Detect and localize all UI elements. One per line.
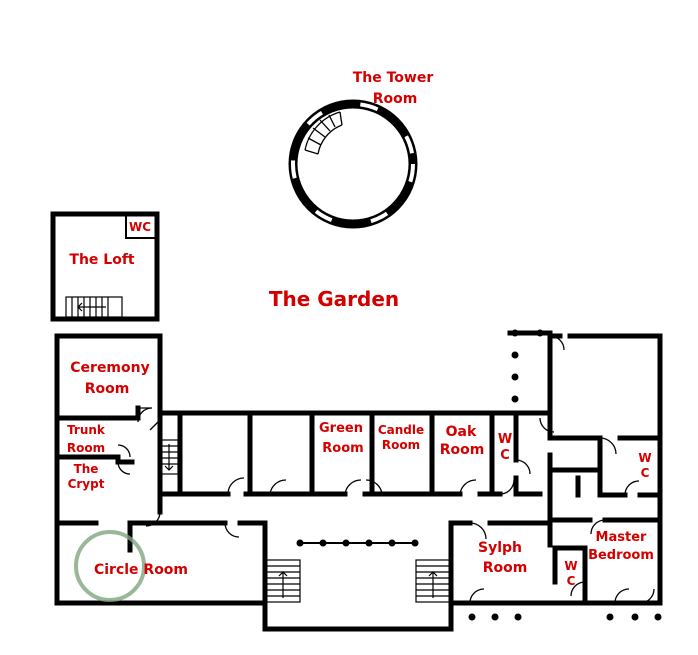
candle-room-label-2: Room (382, 438, 420, 452)
sylph-wc-label-c: C (567, 574, 576, 588)
circle-room-label: Circle Room (94, 562, 188, 578)
tower-spiral-stairs (304, 111, 343, 155)
corridor-wc-label-c: C (500, 448, 510, 463)
east-wc-label-c: C (641, 466, 650, 480)
doors (117, 335, 655, 604)
garden-label: The Garden (269, 287, 399, 311)
master-bedroom-label-2: Bedroom (588, 548, 654, 563)
loft-label: The Loft (69, 252, 135, 268)
sylph-room-label: Sylph (478, 540, 522, 556)
trunk-room-label-2: Room (67, 441, 105, 455)
west-stairs (159, 439, 179, 475)
ceremony-room-label: Ceremony (70, 360, 149, 376)
hall-stairs-left (265, 559, 301, 603)
sylph-room-label-2: Room (483, 560, 528, 576)
oak-room-label: Oak (446, 424, 477, 440)
loft-wc-label: WC (129, 220, 151, 234)
sylph-wc-label-w: W (564, 559, 577, 573)
tower-room-label-2: Room (373, 91, 418, 107)
circle-room-ring (74, 530, 146, 602)
loft-building (50, 211, 160, 322)
crypt-label-2: Crypt (68, 477, 105, 491)
tower-room-label: The Tower (353, 70, 434, 86)
hall-stairs-right (415, 559, 451, 603)
crypt-label: The (74, 462, 99, 476)
master-bedroom-label: Master (596, 530, 647, 545)
ceremony-room-label-2: Room (85, 381, 130, 397)
corridor-wc-label-w: W (498, 432, 512, 447)
columns (296, 329, 662, 621)
oak-room-label-2: Room (440, 442, 485, 458)
trunk-room-label: Trunk (67, 423, 106, 437)
tower-room (288, 99, 418, 229)
loft-stairs (65, 296, 123, 318)
green-room-label-2: Room (322, 441, 363, 456)
east-wc-label-w: W (638, 451, 651, 465)
candle-room-label: Candle (378, 423, 424, 437)
green-room-label: Green (319, 421, 363, 436)
